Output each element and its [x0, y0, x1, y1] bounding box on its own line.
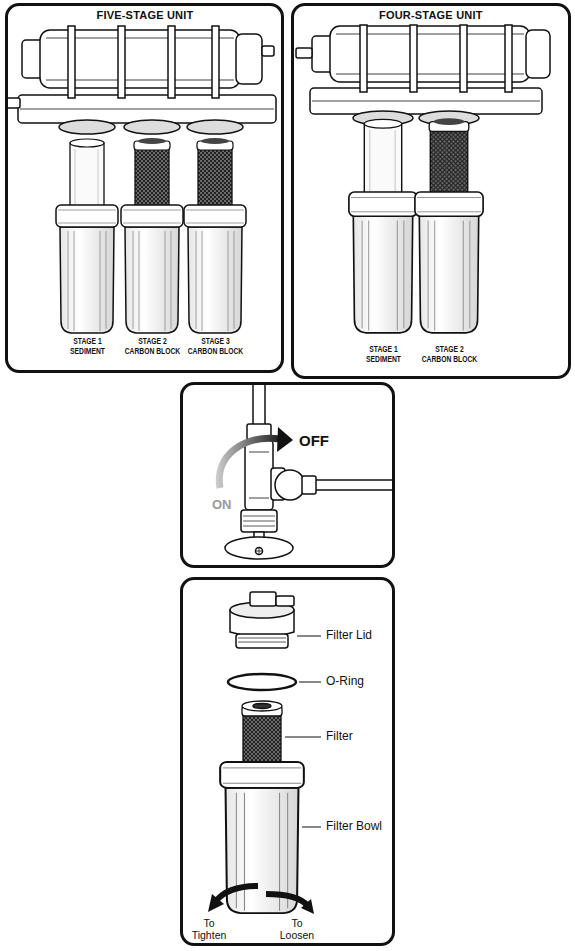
supply-valve	[302, 476, 316, 494]
five-stage-unit-head	[68, 26, 75, 98]
four-stage-unit-head	[296, 25, 550, 125]
unit-panel: FOUR-STAGE UNIT STAGE 1 SEDIMENT STAGE 2 C…	[291, 3, 571, 379]
supply-valve	[245, 440, 273, 510]
five-stage-unit-head	[6, 98, 20, 108]
panel-title: FOUR-STAGE UNIT	[379, 9, 483, 22]
leader-lines	[285, 636, 321, 827]
rotation-arrows	[266, 894, 308, 906]
stage-label: STAGE 3 CARBON BLOCK	[186, 336, 244, 356]
four-stage-unit-head	[460, 25, 467, 92]
valve-panel: OFF ON	[180, 382, 395, 568]
leader-lines	[299, 682, 321, 683]
filter-lid	[238, 638, 286, 642]
turn-arrow	[219, 438, 280, 488]
panel-title: FIVE-STAGE UNIT	[97, 9, 194, 22]
four-stage-unit-head	[296, 48, 312, 58]
leader-lines	[285, 737, 321, 738]
leader-lines	[297, 636, 321, 637]
rotation-arrows	[216, 886, 258, 901]
direction-label: To Tighten	[188, 918, 230, 941]
five-stage-filters	[184, 205, 246, 333]
o-ring	[228, 674, 296, 690]
five-stage-unit-head	[59, 120, 115, 134]
part-label: O-Ring	[326, 675, 364, 689]
part-label: Filter Bowl	[326, 820, 382, 834]
five-stage-unit-head	[262, 46, 274, 56]
filter-panel: Filter LidO-RingFilterFilter Bowl To Tigh…	[180, 577, 395, 946]
five-stage-unit-head	[18, 95, 276, 123]
stage-label: STAGE 2 CARBON BLOCK	[420, 344, 478, 364]
rotation-arrows	[301, 899, 314, 914]
five-stage-unit-head	[236, 34, 262, 84]
filter-lid	[230, 592, 294, 648]
supply-valve	[241, 510, 277, 532]
five-stage-unit-head	[187, 120, 243, 134]
filter-cartridge	[242, 701, 282, 711]
part-label: Filter Lid	[326, 629, 372, 643]
four-stage-unit-head	[410, 25, 417, 92]
supply-valve	[225, 384, 392, 559]
filter-cartridge	[253, 704, 271, 709]
rotation-arrows	[208, 886, 314, 914]
supply-valve	[256, 548, 263, 555]
stage-label: STAGE 2 CARBON BLOCK	[123, 336, 181, 356]
supply-valve	[243, 516, 275, 526]
filter-lid	[250, 592, 276, 606]
four-stage-filters	[349, 192, 417, 333]
turn-arrow	[219, 427, 293, 488]
five-stage-filters	[70, 139, 104, 207]
valve-position: OFF	[299, 432, 329, 449]
five-stage-unit-head	[6, 26, 276, 134]
four-stage-unit-head	[312, 101, 540, 102]
rotation-arrows	[208, 894, 224, 912]
stage-label: STAGE 1 SEDIMENT	[58, 336, 116, 356]
five-stage-unit-head	[124, 120, 180, 134]
leader-lines	[302, 827, 321, 828]
five-stage-unit-head	[212, 26, 219, 98]
valve-position: ON	[212, 498, 232, 513]
five-stage-filters	[56, 205, 118, 333]
five-stage-unit-head	[118, 26, 125, 98]
filter-lid	[276, 596, 294, 606]
direction-label: To Loosen	[276, 918, 318, 941]
supply-valve	[275, 470, 305, 500]
supply-valve	[253, 384, 265, 426]
five-stage-unit-head	[20, 109, 274, 110]
four-stage-filters	[415, 192, 483, 333]
five-stage-filters	[197, 138, 233, 207]
four-stage-unit-head	[526, 30, 550, 78]
supply-valve	[305, 480, 392, 490]
unit-panel: FIVE-STAGE UNIT STAGE 1 SEDIMENT STAGE 2 C…	[5, 3, 284, 373]
five-stage-filters	[56, 138, 246, 333]
stage-label: STAGE 1 SEDIMENT	[354, 344, 412, 364]
turn-arrow	[277, 427, 293, 452]
five-stage-unit-head	[168, 26, 175, 98]
four-stage-filters	[429, 118, 469, 194]
supply-valve	[256, 548, 262, 554]
filter-lid	[236, 634, 288, 648]
four-stage-filters	[364, 119, 401, 194]
supply-valve	[249, 452, 269, 498]
four-stage-filters	[349, 118, 483, 333]
five-stage-filters	[134, 138, 170, 207]
supply-valve	[225, 537, 293, 559]
part-label: Filter	[326, 730, 353, 744]
o-ring	[228, 674, 296, 690]
four-stage-unit-head	[505, 25, 512, 92]
four-stage-unit-head	[360, 25, 367, 92]
five-stage-filters	[121, 205, 183, 333]
